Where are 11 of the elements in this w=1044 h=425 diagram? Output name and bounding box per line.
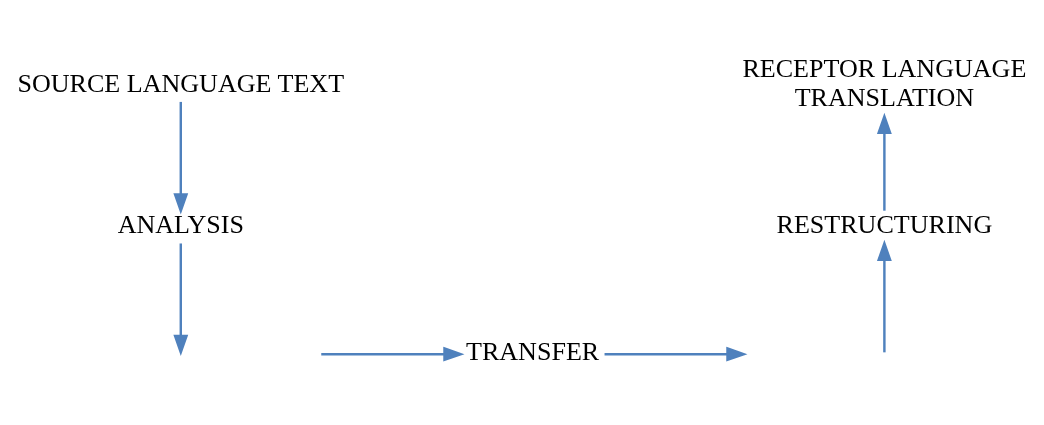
arrow [604, 346, 748, 362]
arrow [321, 346, 465, 362]
arrow [876, 112, 892, 211]
node-text: SOURCE LANGUAGE TEXT [17, 68, 345, 98]
node-text: RECEPTOR LANGUAGE TRANSLATION [742, 53, 1027, 113]
arrow [876, 239, 892, 353]
node-text: ANALYSIS [117, 210, 244, 240]
arrow [173, 243, 189, 357]
node-text: TRANSFER [466, 337, 600, 367]
node-text: RESTRUCTURING [776, 210, 993, 240]
arrow [173, 101, 189, 215]
